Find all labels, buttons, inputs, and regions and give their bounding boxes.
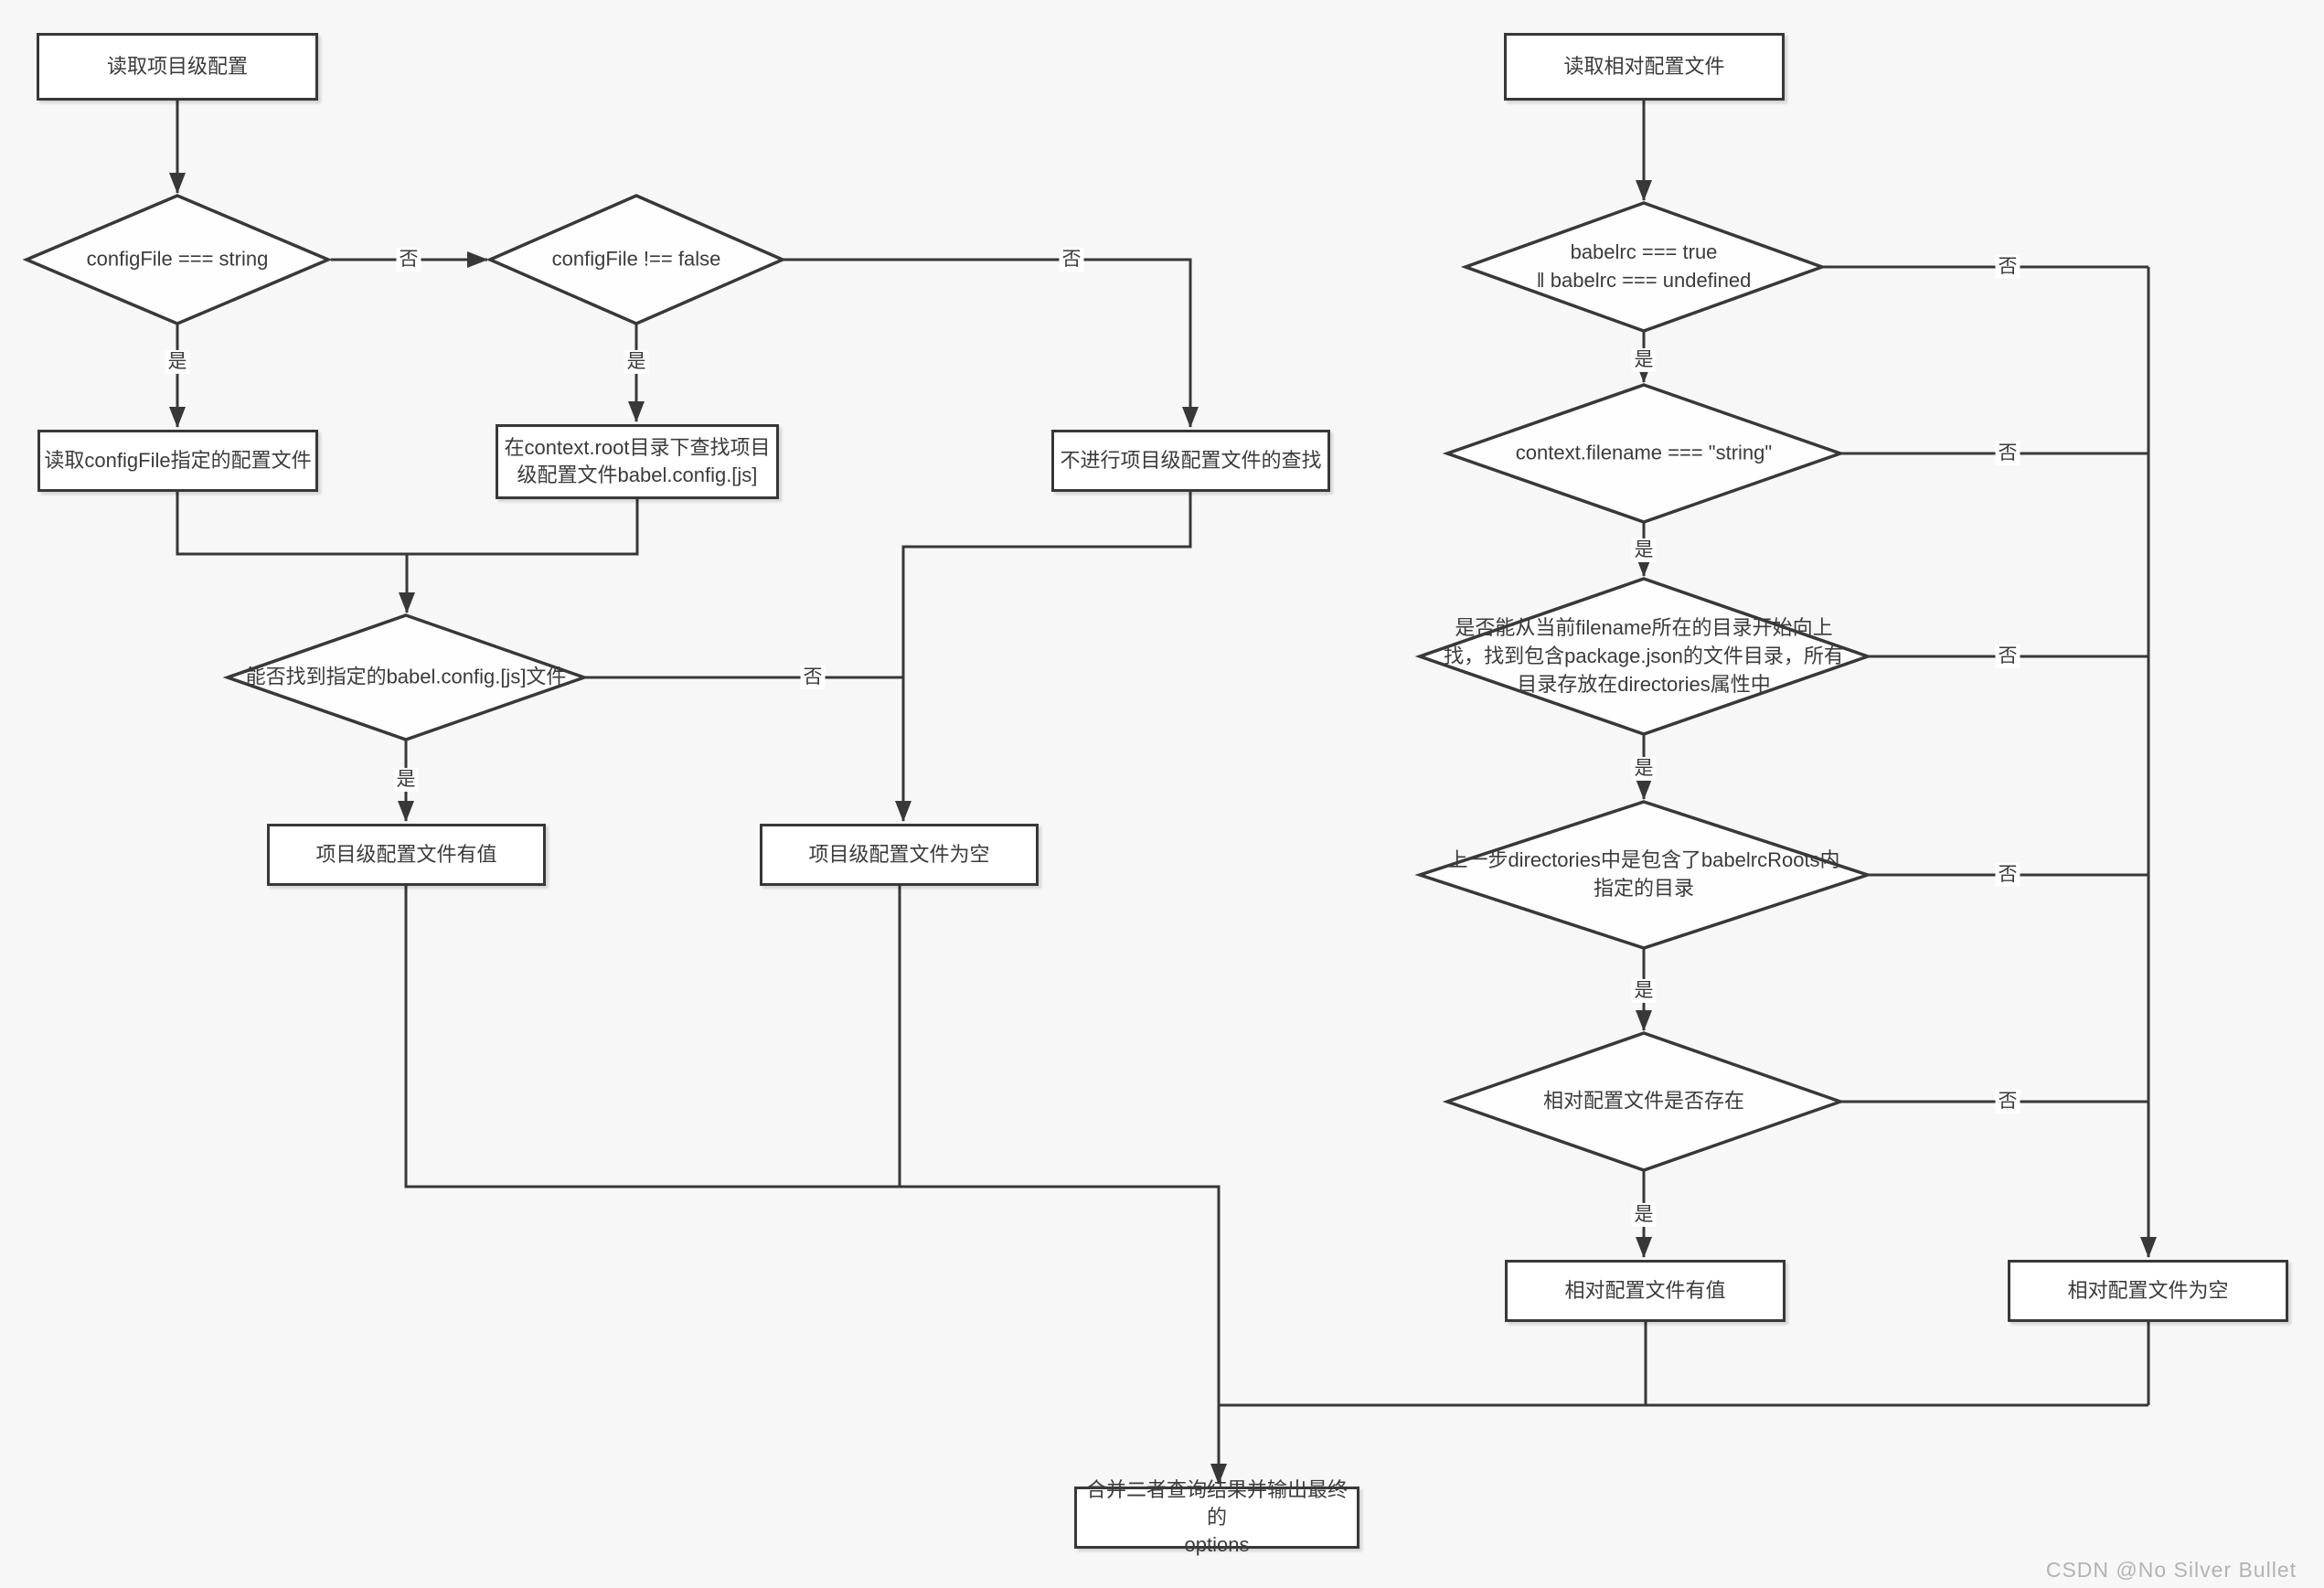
node-relative-config-has-value: 相对配置文件有值: [1505, 1260, 1786, 1322]
node-find-in-context-root: 在context.root目录下查找项目 级配置文件babel.config.[…: [496, 424, 779, 499]
edge-skip-to-project-empty: [895, 492, 1192, 822]
node-project-config-empty: 项目级配置文件为空: [760, 824, 1039, 886]
node-project-config-has-value: 项目级配置文件有值: [267, 824, 546, 886]
edge-label-yes: 是: [1631, 347, 1657, 373]
decision-configfile-not-false-shape: [485, 194, 787, 325]
decision-directories-contain-babelrcroots: 上一步directories中是包含了babelrcRoots内 指定的目录: [1447, 848, 1840, 900]
decision-directories-contain-babelrcroots-shape: [1414, 800, 1873, 950]
decision-context-filename-string: context.filename === "string": [1515, 441, 1773, 464]
edge-label-no: 否: [1995, 254, 2020, 280]
decision-found-babel-config-shape: [222, 613, 590, 741]
watermark: CSDN @No Silver Bullet: [2045, 1558, 2297, 1582]
edge-label-no: 否: [1995, 862, 2020, 888]
decision-find-package-json-dirs-shape: [1414, 577, 1873, 736]
edge-label-yes: 是: [1631, 1202, 1657, 1228]
edge-label-yes: 是: [393, 767, 419, 793]
edge-label-no: 否: [800, 665, 826, 690]
node-read-relative-config: 读取相对配置文件: [1504, 33, 1785, 101]
edge-label-yes: 是: [165, 349, 190, 375]
edge-label-no: 否: [1995, 1089, 2020, 1114]
node-relative-config-empty: 相对配置文件为空: [2008, 1260, 2288, 1322]
edge-label-no: 否: [1059, 247, 1084, 272]
edge-label-no: 否: [1995, 441, 2020, 466]
decision-context-filename-string-shape: [1442, 383, 1846, 524]
decision-configfile-string: configFile === string: [86, 247, 269, 271]
edge-merge-two-read-boxes: [176, 492, 639, 556]
decision-find-package-json-dirs: 是否能从当前filename所在的目录开始向上 找，找到包含package.js…: [1444, 615, 1844, 696]
decision-relative-config-exists: 相对配置文件是否存在: [1542, 1089, 1745, 1113]
edge-label-yes: 是: [1631, 756, 1657, 782]
edge-left-merge-to-final: [404, 886, 1227, 1485]
decision-found-babel-config: 能否找到指定的babel.config.[js]文件: [245, 665, 567, 688]
decision-configfile-string-shape: [22, 194, 333, 325]
decision-configfile-not-false: configFile !== false: [551, 247, 721, 271]
edge-label-no: 否: [396, 247, 421, 272]
node-merge-output-options: 合并二者查询结果并输出最终的 options: [1074, 1478, 1359, 1556]
decision-babelrc-true-or-undefined: babelrc === true ‖ babelrc === undefined: [1536, 240, 1752, 292]
decision-babelrc-true-or-undefined-shape: [1460, 201, 1828, 333]
decision-relative-config-exists-shape: [1442, 1031, 1846, 1172]
edge-label-yes: 是: [624, 349, 649, 375]
edge-no-to-skip-project-lookup: [783, 258, 1199, 428]
node-read-project-config: 读取项目级配置: [37, 33, 318, 101]
edge-label-yes: 是: [1631, 538, 1657, 563]
edge-label-yes: 是: [1631, 978, 1657, 1004]
edge-label-no: 否: [1995, 644, 2020, 669]
node-skip-project-lookup: 不进行项目级配置文件的查找: [1051, 430, 1330, 492]
node-read-configfile-specified: 读取configFile指定的配置文件: [37, 430, 318, 492]
